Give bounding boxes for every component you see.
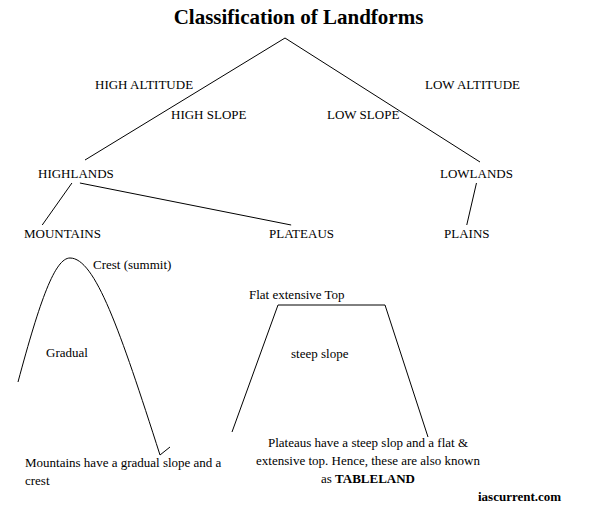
tree-connector — [467, 183, 477, 225]
watermark: iascurrent.com — [478, 489, 561, 505]
branch-label: LOW SLOPE — [327, 107, 399, 123]
category-node: MOUNTAINS — [22, 225, 103, 243]
branch-label: HIGH SLOPE — [171, 107, 246, 123]
feature-label: Gradual — [46, 345, 88, 361]
feature-label: steep slope — [291, 346, 348, 362]
description-note: Mountains have a gradual slope and a cre… — [25, 454, 240, 490]
tree-branch — [285, 38, 480, 162]
tree-connector — [42, 183, 72, 225]
category-node: PLAINS — [442, 225, 492, 243]
category-node: PLATEAUS — [267, 225, 336, 243]
tree-branch — [85, 38, 285, 160]
node-text: MOUNTAINS — [24, 226, 101, 242]
category-node: HIGHLANDS — [36, 165, 116, 183]
mountain-outline — [18, 258, 170, 455]
branch-label: HIGH ALTITUDE — [95, 77, 193, 93]
node-text: HIGHLANDS — [38, 166, 114, 182]
diagram-title: Classification of Landforms — [0, 4, 597, 30]
category-node: LOWLANDS — [438, 165, 515, 183]
node-text: LOWLANDS — [440, 166, 513, 182]
branch-label: LOW ALTITUDE — [425, 77, 520, 93]
plateau-note: Plateaus have a steep slop and a flat & … — [252, 434, 484, 488]
feature-label: Crest (summit) — [93, 257, 171, 273]
node-text: PLATEAUS — [269, 226, 334, 242]
feature-label: Flat extensive Top — [249, 287, 345, 303]
emphasis-word: TABLELAND — [335, 471, 415, 486]
tree-connector — [80, 183, 291, 225]
node-text: PLAINS — [444, 226, 490, 242]
plateau-outline — [232, 305, 428, 437]
